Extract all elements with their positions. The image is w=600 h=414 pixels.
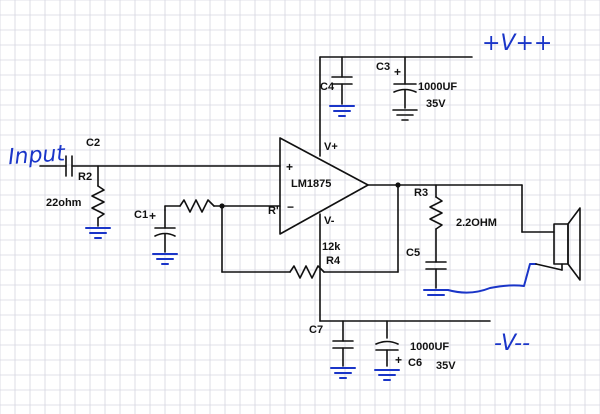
capacitor-c5 bbox=[425, 261, 447, 289]
c1-label: C1 bbox=[134, 209, 148, 221]
resistor-r2 bbox=[91, 165, 105, 227]
capacitor-c2 bbox=[65, 155, 73, 177]
c1-polarity: + bbox=[149, 209, 156, 223]
capacitor-c7 bbox=[332, 320, 354, 367]
r4-value: 12k bbox=[322, 241, 341, 253]
ground-c6 bbox=[374, 369, 400, 381]
c6-value: 1000UF bbox=[410, 341, 449, 353]
r3-label: R3 bbox=[414, 187, 428, 199]
ground-c3 bbox=[392, 109, 418, 121]
c5-label: C5 bbox=[406, 247, 420, 259]
r4-label: R4 bbox=[326, 255, 341, 267]
r1-label: R' bbox=[268, 205, 279, 217]
c3-polarity: + bbox=[394, 65, 401, 79]
c2-label: C2 bbox=[86, 137, 100, 149]
ground-c5-handdrawn bbox=[423, 263, 537, 296]
c3-voltage: 35V bbox=[426, 98, 446, 110]
capacitor-c6 bbox=[375, 320, 399, 367]
c4-label: C4 bbox=[320, 81, 335, 93]
capacitor-c4 bbox=[331, 56, 353, 105]
resistor-r1 bbox=[179, 199, 281, 213]
opamp-plus-pin: + bbox=[286, 160, 293, 174]
speaker-icon bbox=[535, 207, 581, 281]
ground-c1 bbox=[152, 253, 178, 265]
opamp-vplus-pin: V+ bbox=[324, 141, 338, 153]
capacitor-c3 bbox=[393, 56, 417, 109]
c1-to-r1-wire bbox=[164, 205, 181, 211]
r2-value: 22ohm bbox=[46, 197, 82, 209]
positive-supply-rail bbox=[319, 56, 473, 157]
r3-value: 2.2OHM bbox=[456, 217, 497, 229]
ground-c7 bbox=[330, 367, 356, 379]
c6-label: C6 bbox=[408, 357, 422, 369]
ground-c4 bbox=[329, 105, 355, 117]
ground-r2 bbox=[85, 227, 111, 239]
capacitor-c1 bbox=[154, 209, 176, 253]
c3-label: C3 bbox=[376, 61, 390, 73]
vmm-handwritten-label: -V-- bbox=[494, 331, 530, 356]
opamp-vminus-pin: V- bbox=[324, 215, 335, 227]
output-wire bbox=[397, 184, 555, 233]
resistor-r3 bbox=[429, 184, 443, 263]
feedback-network bbox=[221, 184, 399, 279]
c6-voltage: 35V bbox=[436, 360, 456, 372]
c3-value: 1000UF bbox=[418, 81, 457, 93]
negative-supply-rail bbox=[319, 213, 491, 322]
opamp-minus-pin: − bbox=[287, 200, 294, 214]
c6-polarity: + bbox=[395, 353, 402, 367]
c7-label: C7 bbox=[309, 324, 323, 336]
r2-label: R2 bbox=[78, 171, 92, 183]
opamp-lm1875 bbox=[279, 137, 399, 235]
opamp-name: LM1875 bbox=[291, 178, 331, 190]
vpp-handwritten-label: +V++ bbox=[482, 31, 552, 56]
